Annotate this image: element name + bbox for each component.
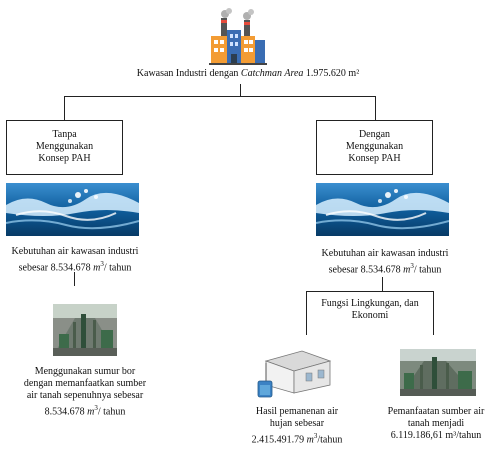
factory-icon	[209, 8, 267, 65]
left-result-line4: 8.534.678 m3/ tahun	[44, 404, 126, 418]
connector-right-need-down	[382, 277, 383, 291]
harvest-result-line2: hujan sebesar	[269, 418, 325, 429]
borehole-photo-left	[53, 304, 117, 356]
connector-branch-right	[433, 291, 434, 335]
box-tanpa-pah: Tanpa Menggunakan Konsep PAH	[6, 120, 123, 175]
left-result-text: Menggunakan sumur bor dengan memanfaatka…	[10, 366, 160, 418]
box-dengan-line3: Konsep PAH	[348, 153, 401, 164]
harvest-result-line1: Hasil pemanenan air	[255, 406, 339, 417]
left-result-line1: Menggunakan sumur bor	[34, 366, 136, 377]
box-tanpa-line1: Tanpa	[52, 129, 77, 140]
groundwater-result-line3: 6.119.186,61 m³/tahun	[390, 430, 482, 441]
left-result-line3: air tanah sepenuhnya sebesar	[26, 390, 144, 401]
function-label: Fungsi Lingkungan, dan Ekonomi	[307, 298, 433, 322]
function-label-line2: Ekonomi	[351, 310, 389, 321]
connector-left-need-down	[74, 272, 75, 286]
connector-horizontal-top	[64, 96, 376, 97]
box-dengan-line2: Menggunakan	[345, 141, 404, 152]
harvest-result-line3: 2.415.491.79 m3/tahun	[251, 432, 343, 446]
right-need-line1: Kebutuhan air kawasan industri	[321, 248, 449, 259]
left-need-line2: sebesar 8.534.678 m3/ tahun	[18, 260, 132, 274]
groundwater-result-line1: Pemanfaatan sumber air	[387, 406, 485, 417]
connector-title-down	[240, 84, 241, 96]
left-need-text: Kebutuhan air kawasan industri sebesar 8…	[0, 246, 150, 274]
harvest-result-text: Hasil pemanenan air hujan sebesar 2.415.…	[232, 406, 362, 446]
rain-harvest-house-icon	[257, 350, 332, 398]
groundwater-result-line2: tanah menjadi	[407, 418, 465, 429]
water-image-left	[6, 183, 139, 236]
box-dengan-line1: Dengan	[358, 129, 391, 140]
connector-branch-horizontal	[306, 291, 434, 292]
box-tanpa-line2: Menggunakan	[35, 141, 94, 152]
left-result-line2: dengan memanfaatkan sumber	[23, 378, 147, 389]
diagram-title: Kawasan Industri dengan Catchman Area 1.…	[136, 68, 360, 79]
groundwater-photo-right	[400, 349, 476, 396]
right-need-text: Kebutuhan air kawasan industri sebesar 8…	[290, 248, 480, 276]
connector-left-down	[64, 96, 65, 120]
connector-branch-left	[306, 291, 307, 335]
water-image-right	[316, 183, 449, 236]
function-label-line1: Fungsi Lingkungan, dan	[321, 298, 419, 309]
groundwater-result-text: Pemanfaatan sumber air tanah menjadi 6.1…	[376, 406, 496, 442]
box-dengan-pah: Dengan Menggunakan Konsep PAH	[316, 120, 433, 175]
right-need-line2: sebesar 8.534.678 m3/ tahun	[328, 262, 442, 276]
left-need-line1: Kebutuhan air kawasan industri	[11, 246, 139, 257]
box-tanpa-line3: Konsep PAH	[38, 153, 91, 164]
connector-right-down	[375, 96, 376, 120]
